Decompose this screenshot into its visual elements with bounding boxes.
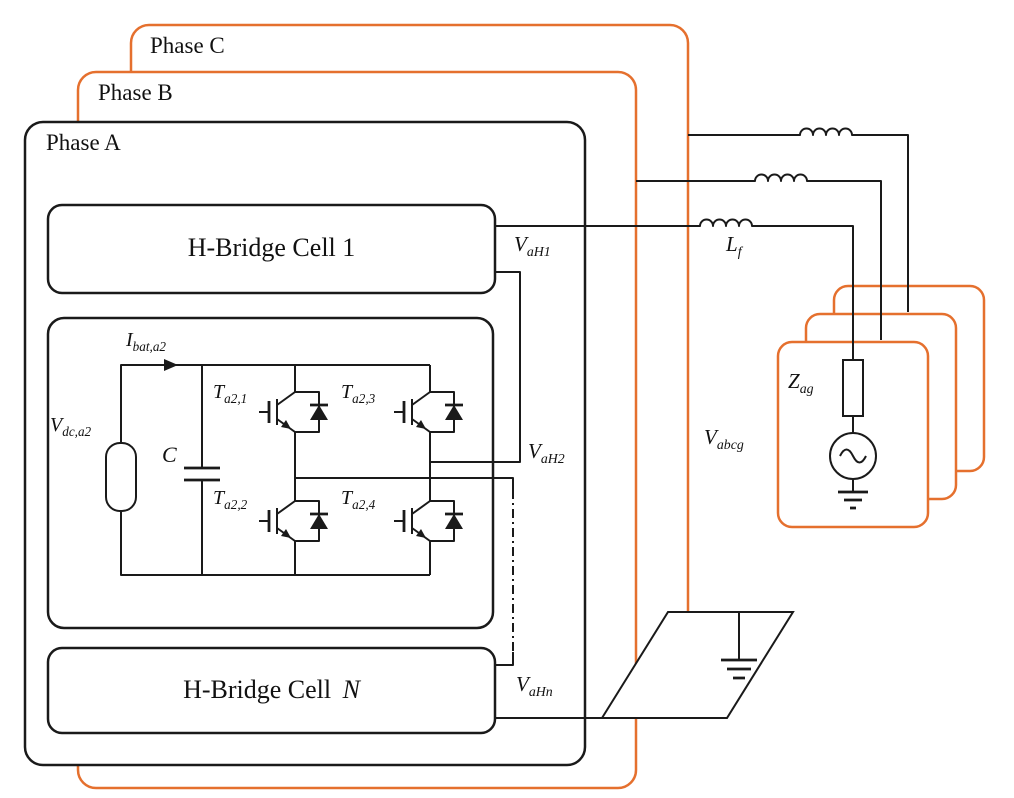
label-t-a2-1: Ta2,1 xyxy=(213,381,248,406)
label-hbridge-cell-1: H-Bridge Cell 1 xyxy=(187,233,356,262)
label-v-dc-a2: Vdc,a2 xyxy=(50,414,92,439)
label-hbridge-cell-n: H-Bridge Cell N xyxy=(48,675,495,705)
ground-icon-neutral xyxy=(721,658,757,680)
hbridge-cell-1-box xyxy=(46,203,497,295)
igbt-t-a2-1 xyxy=(259,391,328,433)
hbridge-cell-n-box xyxy=(46,646,497,735)
label-t-a2-3: Ta2,3 xyxy=(341,381,376,406)
label-v-aHn: VaHn xyxy=(516,672,553,700)
cell-n-var: N xyxy=(342,675,360,704)
wire-phase-b-to-grid xyxy=(636,173,882,340)
wire-cell2-output xyxy=(295,477,514,490)
wire-phase-a-to-grid xyxy=(495,218,854,360)
capacitor-plates xyxy=(184,466,220,482)
label-l-f: Lf xyxy=(726,232,742,260)
igbt-t-a2-3 xyxy=(394,391,463,433)
igbt-t-a2-2 xyxy=(259,500,328,542)
dc-bus-wires xyxy=(120,364,430,576)
battery-symbol xyxy=(105,442,137,512)
label-capacitor-c: C xyxy=(162,442,177,467)
label-v-aH1: VaH1 xyxy=(514,232,551,260)
current-arrow-icon xyxy=(164,359,178,371)
label-phase-c: Phase C xyxy=(150,33,225,58)
neutral-plane xyxy=(600,611,795,719)
label-t-a2-2: Ta2,2 xyxy=(213,487,248,512)
label-t-a2-4: Ta2,4 xyxy=(341,487,376,512)
label-phase-a: Phase A xyxy=(46,130,121,155)
label-v-abcg: Vabcg xyxy=(704,425,744,453)
diode-icon xyxy=(310,514,328,529)
label-i-bat-a2: Ibat,a2 xyxy=(126,329,167,354)
label-z-ag: Zag xyxy=(788,369,814,397)
diode-icon xyxy=(445,405,463,420)
ground-icon-grid xyxy=(838,490,868,510)
hbridge-detail-box xyxy=(46,316,495,630)
igbt-t-a2-4 xyxy=(394,500,463,542)
diode-icon xyxy=(310,405,328,420)
label-v-aH2: VaH2 xyxy=(528,439,565,467)
diode-icon xyxy=(445,514,463,529)
wire-cell1-to-cell2 xyxy=(430,271,521,463)
grid-impedance-symbol xyxy=(842,359,864,417)
cell-n-text: H-Bridge Cell xyxy=(183,675,332,704)
wire-phase-c-to-grid xyxy=(688,127,909,312)
sine-wave-icon xyxy=(839,448,867,464)
wire-dash-to-cellN xyxy=(495,652,514,666)
label-phase-b: Phase B xyxy=(98,80,173,105)
